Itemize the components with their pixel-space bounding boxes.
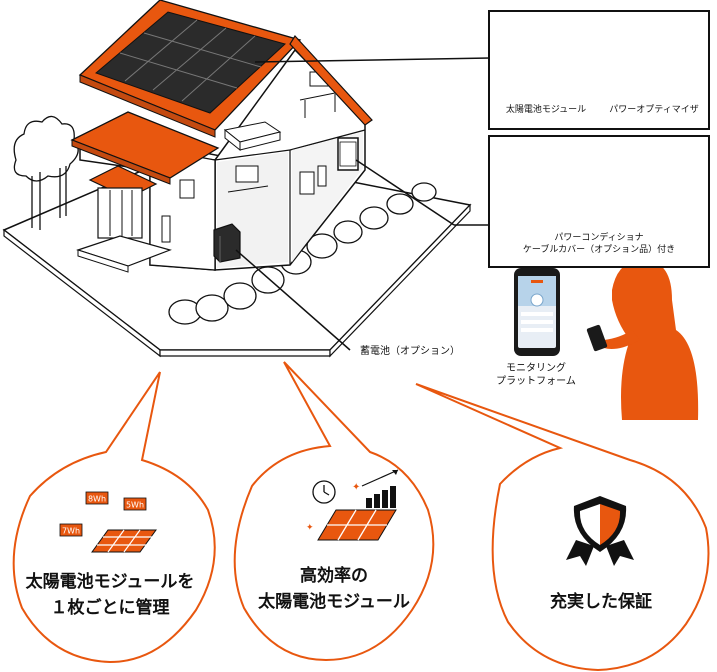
feature-2-title-line2: 太陽電池モジュール bbox=[258, 592, 410, 612]
callout-box-panel-optimizer bbox=[488, 10, 710, 130]
feature-bubble-2 bbox=[233, 361, 435, 662]
label-solar-module: 太陽電池モジュール bbox=[505, 105, 587, 115]
tree-left bbox=[13, 115, 79, 230]
svg-text:✦: ✦ bbox=[306, 523, 314, 533]
feature-1-title-line1: 太陽電池モジュールを bbox=[25, 572, 195, 592]
bed-icon bbox=[223, 121, 282, 152]
label-monitoring-line2: プラットフォーム bbox=[496, 376, 576, 387]
warranty-ribbon-icon bbox=[566, 496, 634, 566]
feature-bubble-3 bbox=[415, 383, 710, 672]
label-inverter-line1: パワーコンディショナ bbox=[554, 233, 644, 243]
tag-5wh: 5Wh bbox=[126, 501, 144, 510]
feature-2-title-line1: 高効率の bbox=[300, 566, 368, 586]
tag-7wh: 7Wh bbox=[62, 527, 80, 536]
inverter-unit bbox=[337, 137, 359, 171]
battery-unit bbox=[213, 223, 241, 263]
tv-icon bbox=[227, 165, 269, 193]
connector-panel bbox=[254, 57, 491, 63]
callout-box-inverter bbox=[488, 135, 710, 268]
roof-solar-panel bbox=[95, 11, 287, 114]
label-monitoring-line1: モニタリング bbox=[506, 363, 566, 374]
feature-3-title: 充実した保証 bbox=[550, 592, 652, 612]
house bbox=[70, 0, 373, 273]
label-inverter-line2: ケーブルカバー（オプション品）付き bbox=[522, 245, 676, 255]
feature-bubble-1 bbox=[12, 371, 216, 664]
feature-1-title-line2: １枚ごとに管理 bbox=[50, 598, 170, 618]
smartphone-image bbox=[514, 268, 560, 356]
connector-inverter bbox=[355, 159, 455, 226]
person-silhouette bbox=[604, 259, 699, 420]
shrubs bbox=[168, 182, 437, 325]
high-efficiency-panel-icon: ✦ ✦ bbox=[306, 469, 399, 541]
svg-text:✦: ✦ bbox=[352, 482, 360, 493]
connector-battery bbox=[235, 249, 351, 351]
per-module-management-icon: 8Wh 5Wh 7Wh bbox=[59, 491, 157, 553]
handheld-phone bbox=[586, 324, 608, 352]
label-battery: 蓄電池（オプション） bbox=[360, 346, 460, 357]
label-optimizer: パワーオプティマイザ bbox=[609, 105, 699, 115]
tag-8wh: 8Wh bbox=[88, 495, 106, 504]
